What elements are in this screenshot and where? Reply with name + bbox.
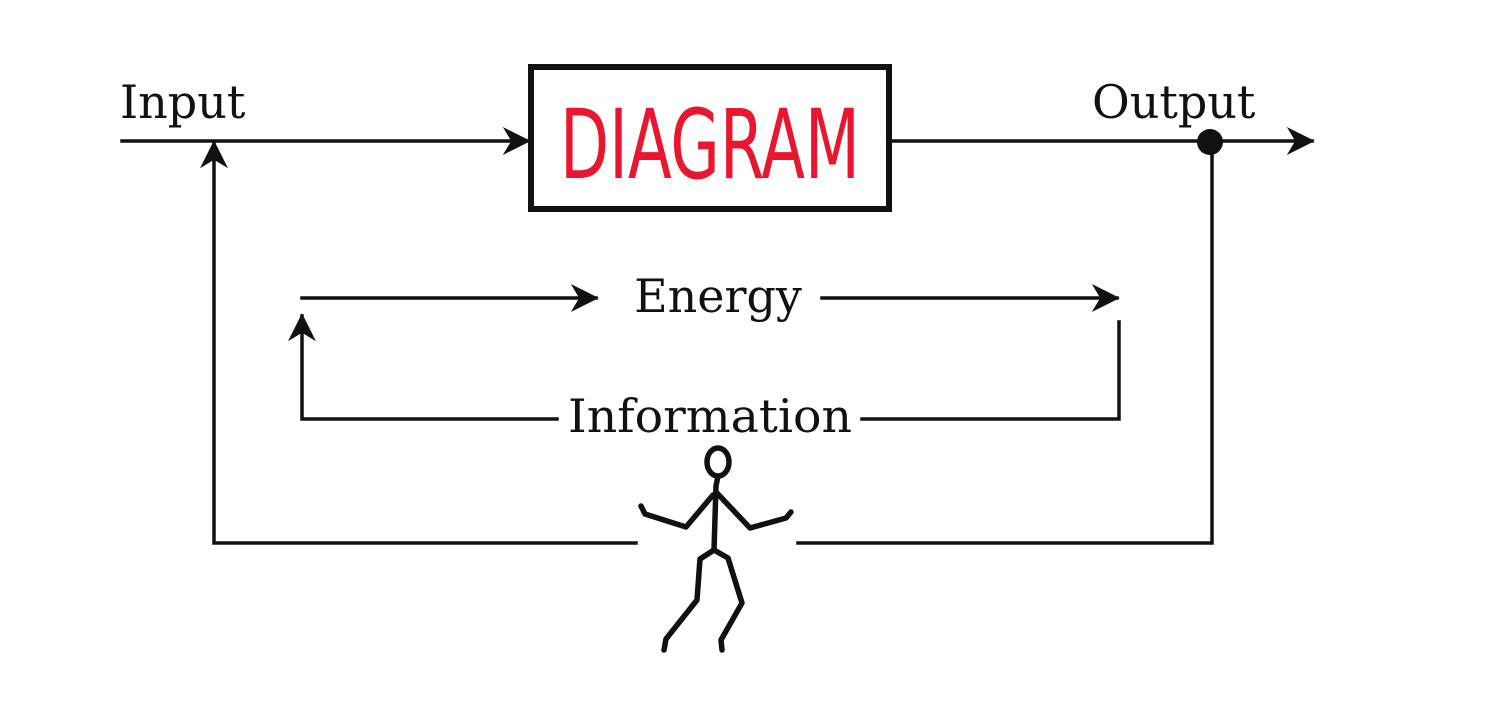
diagram-box (528, 64, 892, 212)
output-label: Output (1092, 75, 1256, 129)
outer-feedback-right (796, 140, 1214, 545)
stick-figure-person-icon (638, 445, 794, 653)
information-line-left (288, 313, 559, 421)
diagram-title: DIAGRAM (560, 89, 860, 201)
output-junction-dot (1197, 129, 1223, 155)
information-label: Information (568, 389, 852, 443)
energy-label: Energy (634, 269, 802, 323)
input-label: Input (120, 75, 246, 129)
information-line-right (860, 320, 1121, 421)
outer-feedback-left (200, 140, 638, 545)
